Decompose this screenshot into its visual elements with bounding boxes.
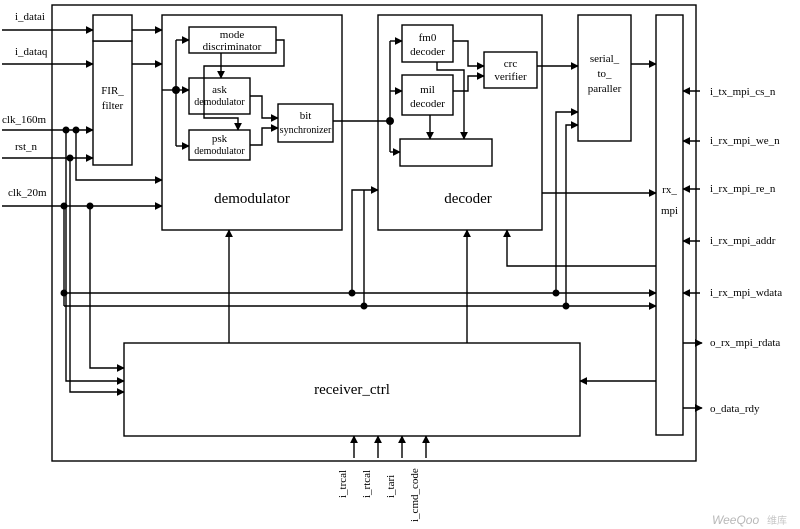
- psk-demodulator-label-2: demodulator: [194, 146, 245, 157]
- fir-filter-label-2: filter: [102, 100, 124, 112]
- wire-mil-to-crc: [453, 72, 485, 92]
- pin-i-cmd-code: i_cmd_code: [409, 468, 421, 522]
- crc-verifier-label-1: crc: [504, 58, 518, 70]
- pin-i-rtcal: i_rtcal: [361, 470, 373, 498]
- junction-demod-bus: [172, 86, 180, 94]
- junction-clk160-2: [72, 126, 80, 134]
- decoder-output-register: [399, 138, 493, 167]
- junction-clk20-2: [86, 202, 94, 210]
- rx-mpi-block: [655, 14, 684, 436]
- pin-rst-n: rst_n: [15, 141, 38, 153]
- mil-decoder-label-1: mil: [420, 84, 435, 96]
- receiver-ctrl-block: [123, 342, 581, 437]
- rx-mpi-label-1: rx_: [662, 184, 677, 196]
- junction-bus-364: [360, 302, 368, 310]
- pin-o-data-rdy: o_data_rdy: [710, 403, 760, 415]
- bit-synchronizer-label-2: synchronizer: [280, 125, 332, 136]
- pin-i-datai: i_datai: [15, 11, 45, 23]
- watermark: WeeQoo 维库: [712, 513, 787, 527]
- wire-clk160-vertical: [65, 130, 125, 385]
- mode-discriminator-label-2: discriminator: [203, 41, 262, 53]
- receiver-ctrl-label: receiver_ctrl: [314, 382, 390, 398]
- wire-psk-to-bitsync: [250, 124, 279, 146]
- junction-bus-left-1: [60, 289, 68, 297]
- wire-rst-vertical: [69, 158, 125, 396]
- junction-bus-556: [552, 289, 560, 297]
- junction-bus-352: [348, 289, 356, 297]
- pin-i-rx-mpi-we-n: i_rx_mpi_we_n: [710, 135, 780, 147]
- ask-demodulator-block: [188, 77, 251, 115]
- wire-ask-to-bitsync: [250, 95, 279, 122]
- pin-i-tari: i_tari: [385, 475, 397, 498]
- crc-verifier-label-2: verifier: [494, 71, 527, 83]
- pin-i-tx-mpi-cs-n: i_tx_mpi_cs_n: [710, 86, 776, 98]
- wire-mpi-feedback: [503, 229, 656, 267]
- pin-i-rx-mpi-addr: i_rx_mpi_addr: [710, 235, 776, 247]
- signal-wires: [2, 26, 703, 458]
- fir-filter-top-stub: [92, 14, 133, 42]
- pin-i-rx-mpi-wdata: i_rx_mpi_wdata: [710, 287, 782, 299]
- crc-verifier-block: [483, 51, 538, 89]
- psk-demodulator-label-1: psk: [212, 133, 228, 145]
- wire-clk160-to-demod: [75, 130, 163, 184]
- pin-i-trcal: i_trcal: [337, 470, 349, 498]
- junction-clk160-1: [62, 126, 70, 134]
- wire-tap-s2p-1: [555, 108, 579, 293]
- wire-clk20-to-ctrl: [89, 206, 125, 372]
- junction-bus-566: [562, 302, 570, 310]
- junction-dots: [60, 86, 570, 310]
- wire-mode-to-psk: [203, 39, 285, 131]
- pin-clk-160m: clk_160m: [2, 114, 46, 126]
- pin-o-rx-mpi-rdata: o_rx_mpi_rdata: [710, 337, 780, 349]
- decoder-label: decoder: [444, 191, 491, 207]
- mode-discriminator-label-1: mode: [220, 29, 245, 41]
- fm0-decoder-label-2: decoder: [410, 46, 445, 58]
- pin-i-dataq: i_dataq: [15, 46, 48, 58]
- junction-decoder-bus: [386, 117, 394, 125]
- watermark-cn: 维库: [767, 514, 787, 527]
- rx-mpi-label-2: mpi: [661, 205, 678, 217]
- mil-decoder-label-2: decoder: [410, 98, 445, 110]
- mil-decoder-block: [401, 74, 454, 116]
- bit-synchronizer-label-1: bit: [300, 110, 312, 122]
- wire-tap-decoder-1: [351, 186, 379, 293]
- ask-demodulator-label-2: demodulator: [194, 97, 245, 108]
- junction-clk20-1: [60, 202, 68, 210]
- junction-rst: [66, 154, 74, 162]
- wire-tap-s2p-2: [565, 121, 579, 306]
- serial-to-parallel-block: [577, 14, 632, 142]
- pin-i-rx-mpi-re-n: i_rx_mpi_re_n: [710, 183, 776, 195]
- serial-to-parallel-label-2: to_: [597, 68, 612, 80]
- demodulator-label: demodulator: [214, 191, 290, 207]
- wire-fm0-to-crc: [453, 40, 485, 70]
- bit-synchronizer-block: [277, 103, 334, 143]
- serial-to-parallel-label-3: paraller: [588, 83, 622, 95]
- pin-clk-20m: clk_20m: [8, 187, 47, 199]
- ask-demodulator-label-1: ask: [212, 84, 227, 96]
- fir-filter-label-1: FIR_: [101, 85, 124, 97]
- serial-to-parallel-label-1: serial_: [590, 53, 620, 65]
- fm0-decoder-label-1: fm0: [419, 32, 437, 44]
- wire-fm0-down: [436, 62, 468, 140]
- watermark-logo: WeeQoo: [712, 513, 759, 527]
- fir-filter-block: [92, 40, 133, 166]
